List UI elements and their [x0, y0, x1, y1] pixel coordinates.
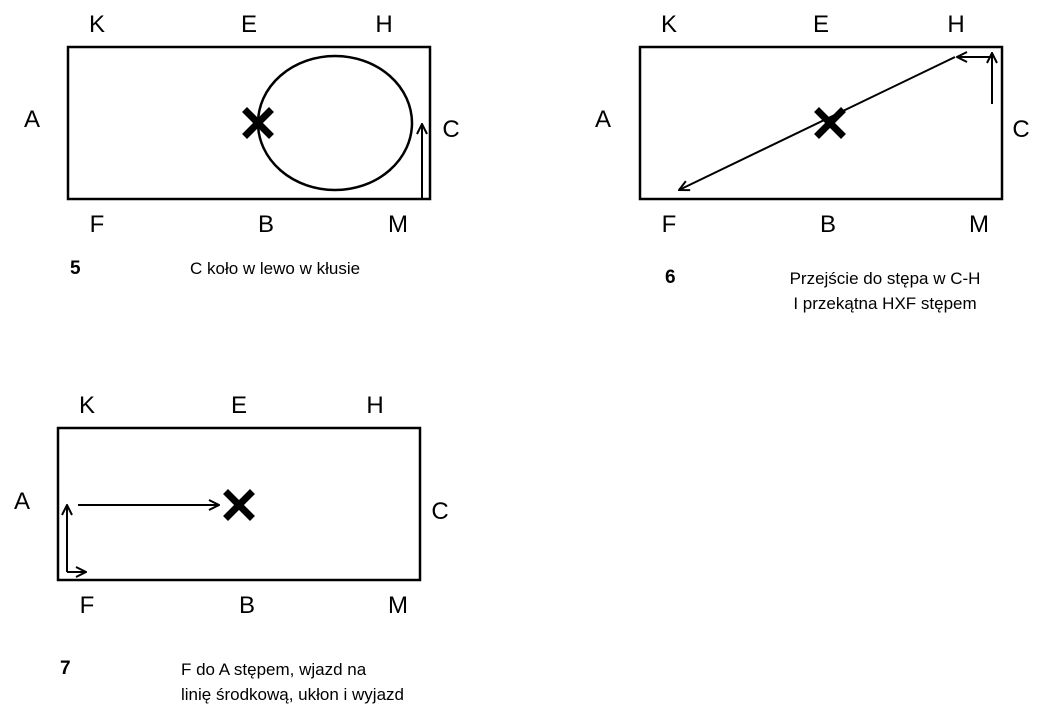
letter-h: H [375, 11, 393, 38]
letter-c: C [431, 498, 449, 525]
letter-e: E [230, 392, 248, 419]
diagram-description-7-line-1: F do A stępem, wjazd na [181, 660, 367, 679]
circle-path [256, 54, 414, 192]
letter-k: K [660, 11, 678, 38]
letter-c: C [442, 116, 460, 143]
letter-a: A [13, 488, 31, 515]
arena-7-border [56, 426, 422, 582]
arena-5-border [66, 45, 432, 201]
x-mark-icon [242, 107, 274, 139]
x-mark-icon [223, 489, 255, 521]
diagram-number-6: 6 [665, 267, 676, 288]
diagram-description-6-line-2: I przekątna HXF stępem [793, 294, 977, 313]
letter-f: F [79, 592, 95, 619]
letter-c: C [1012, 116, 1030, 143]
letter-m: M [388, 592, 408, 619]
x-mark-icon [814, 107, 846, 139]
letter-e: E [240, 11, 258, 38]
arena-6 [638, 45, 1004, 201]
diagram-number-7: 7 [60, 658, 71, 679]
arena-5 [66, 45, 432, 201]
letter-b: B [238, 592, 256, 619]
letter-b: B [819, 211, 837, 238]
letter-k: K [88, 11, 106, 38]
diagram-number-5: 5 [70, 258, 81, 279]
letter-h: H [947, 11, 965, 38]
letter-m: M [388, 211, 408, 238]
letter-e: E [812, 11, 830, 38]
letter-h: H [366, 392, 384, 419]
arena-7 [56, 426, 422, 582]
letter-f: F [89, 211, 105, 238]
letter-b: B [257, 211, 275, 238]
letter-a: A [594, 106, 612, 133]
diagram-description-7-line-2: linię środkową, ukłon i wyjazd [181, 685, 404, 704]
diagonal-arrow [679, 56, 956, 190]
letter-f: F [661, 211, 677, 238]
arena-6-border [638, 45, 1004, 201]
letter-a: A [23, 106, 41, 133]
letter-k: K [78, 392, 96, 419]
letter-m: M [969, 211, 989, 238]
diagram-description-6-line-1: Przejście do stępa w C-H [789, 269, 981, 288]
diagram-description-5: C koło w lewo w kłusie [190, 259, 361, 278]
